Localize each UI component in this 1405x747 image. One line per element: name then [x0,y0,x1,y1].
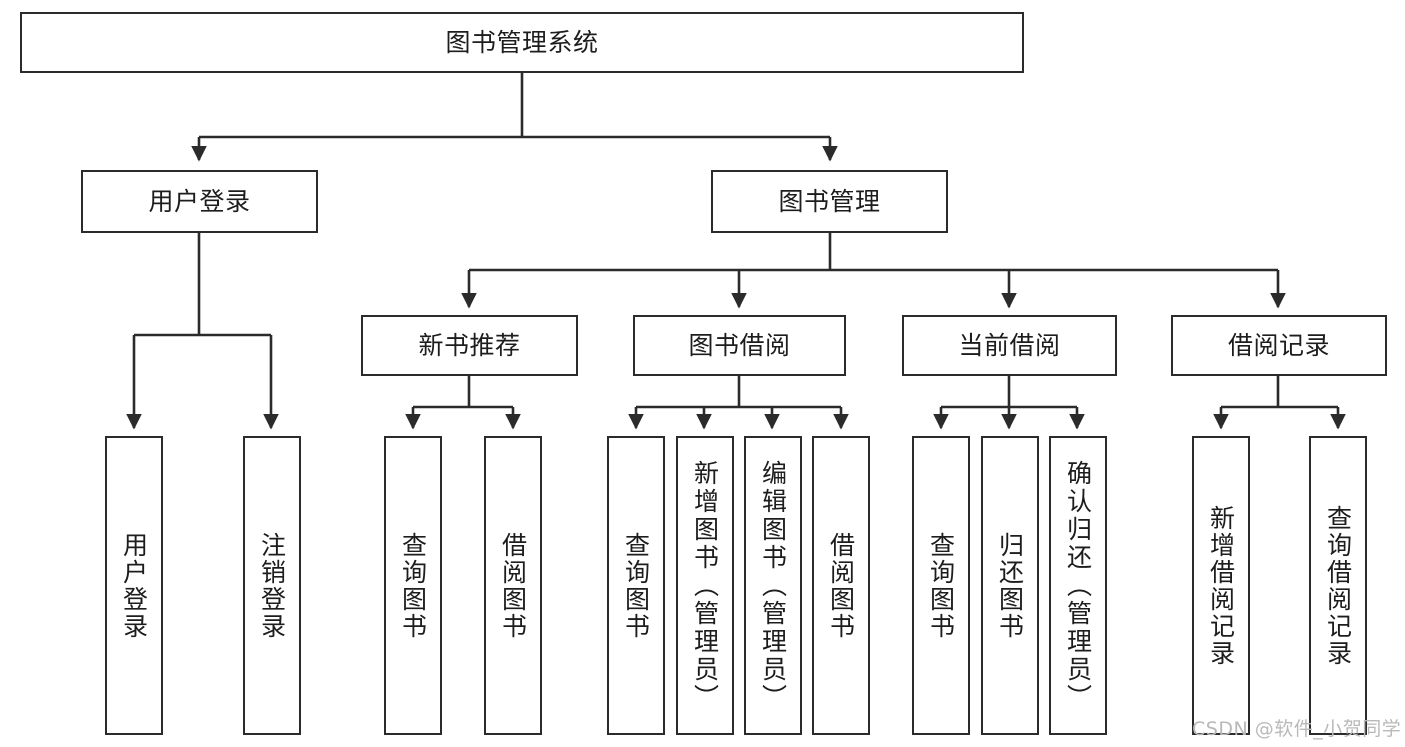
node-label: 确认归还（管理员） [1063,459,1093,712]
leaf-return-book[interactable]: 归还图书 [981,436,1039,735]
leaf-query-book-current[interactable]: 查询图书 [912,436,970,735]
csdn-watermark: CSDN @软件_小贺同学 [1192,718,1402,740]
leaf-add-borrow-record[interactable]: 新增借阅记录 [1192,436,1250,735]
node-user-login[interactable]: 用户登录 [81,170,318,233]
node-book-management[interactable]: 图书管理 [711,170,948,233]
node-label: 用户登录 [119,531,149,640]
node-label: 查询借阅记录 [1323,504,1353,667]
node-label: 借阅图书 [826,531,856,640]
leaf-add-book-admin[interactable]: 新增图书（管理员） [676,436,734,735]
leaf-borrow-book-recommend[interactable]: 借阅图书 [484,436,542,735]
node-label: 注销登录 [257,531,287,640]
leaf-logout[interactable]: 注销登录 [243,436,301,735]
node-label: 查询图书 [926,531,956,640]
leaf-query-book-recommend[interactable]: 查询图书 [384,436,442,735]
node-label: 图书借阅 [688,331,791,360]
node-label: 图书管理系统 [445,28,599,57]
node-label: 归还图书 [995,531,1025,640]
node-label: 图书管理 [778,187,881,216]
node-label: 当前借阅 [958,331,1061,360]
node-label: 新增图书（管理员） [690,459,720,712]
node-root-system[interactable]: 图书管理系统 [20,12,1024,73]
node-current-borrow[interactable]: 当前借阅 [902,315,1117,376]
leaf-confirm-return-admin[interactable]: 确认归还（管理员） [1049,436,1107,735]
node-label: 查询图书 [621,531,651,640]
node-label: 编辑图书（管理员） [758,459,788,712]
node-label: 借阅记录 [1227,331,1330,360]
node-label: 查询图书 [398,531,428,640]
leaf-user-login[interactable]: 用户登录 [105,436,163,735]
node-label: 新书推荐 [418,331,521,360]
node-book-borrow[interactable]: 图书借阅 [633,315,846,376]
node-label: 新增借阅记录 [1206,504,1236,667]
leaf-query-book-borrow[interactable]: 查询图书 [607,436,665,735]
node-label: 借阅图书 [498,531,528,640]
node-new-book-recommend[interactable]: 新书推荐 [361,315,578,376]
leaf-query-borrow-record[interactable]: 查询借阅记录 [1309,436,1367,735]
leaf-borrow-book[interactable]: 借阅图书 [812,436,870,735]
leaf-edit-book-admin[interactable]: 编辑图书（管理员） [744,436,802,735]
node-label: 用户登录 [148,187,251,216]
node-borrow-records[interactable]: 借阅记录 [1171,315,1387,376]
